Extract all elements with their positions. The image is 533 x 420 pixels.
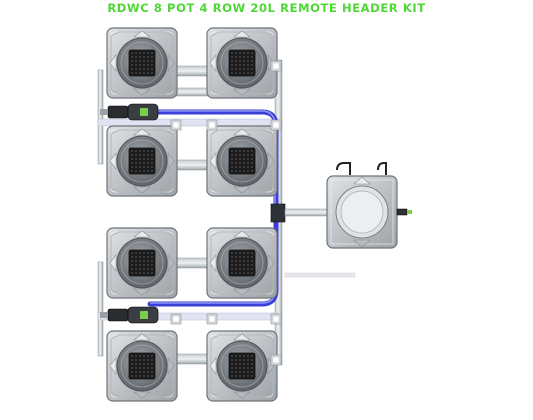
pot-5 [106,227,178,299]
pot-6 [206,227,278,299]
kit-title: RDWC 8 POT 4 ROW 20L REMOTE HEADER KIT [107,1,426,15]
left-riser-bottom [97,261,104,357]
pot-8 [206,330,278,402]
pot-7 [106,330,178,402]
pump-connector-bottom [100,306,159,324]
pot-1 [106,27,178,99]
pump-connector-top [100,103,159,121]
manifold-tee [270,203,286,223]
pot-4 [206,125,278,197]
left-riser-top [97,69,104,165]
pot-2 [206,27,278,99]
pot-3 [106,125,178,197]
overflow-pipe [284,272,356,278]
remote-header-tank [326,162,412,249]
